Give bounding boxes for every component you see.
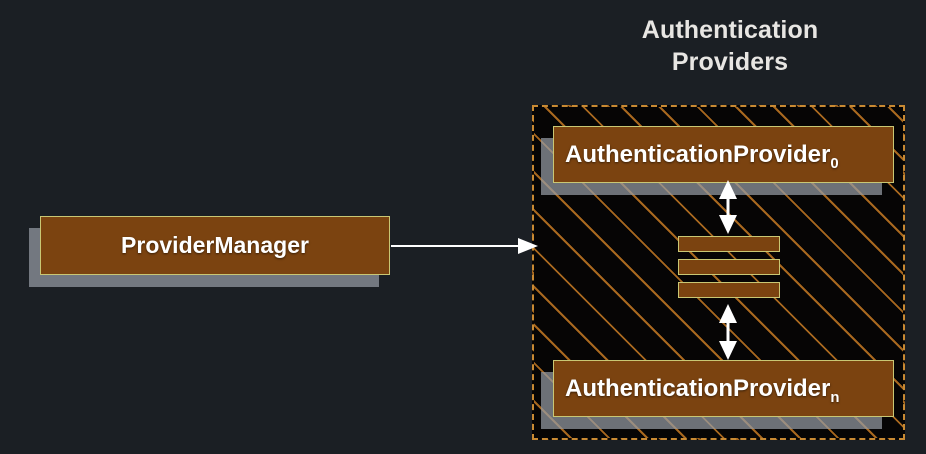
ellipsis-bar-2 [678, 259, 780, 275]
auth-provider-first-subscript: 0 [830, 155, 839, 172]
auth-provider-last-text: AuthenticationProvider [565, 374, 831, 402]
auth-provider-first-text: AuthenticationProvider [565, 140, 831, 168]
auth-provider-last-label: AuthenticationProvidern [565, 374, 840, 406]
connector-manager-to-providers [391, 238, 538, 254]
auth-provider-last-node[interactable]: AuthenticationProvidern [553, 360, 894, 417]
ellipsis-bar-1 [678, 236, 780, 252]
ellipsis-bar-3 [678, 282, 780, 298]
auth-provider-first-node[interactable]: AuthenticationProvider0 [553, 126, 894, 183]
provider-manager-label: ProviderManager [121, 232, 309, 258]
auth-provider-first-label: AuthenticationProvider0 [565, 140, 839, 172]
provider-manager-node[interactable]: ProviderManager [40, 216, 390, 275]
auth-provider-last-subscript: n [830, 389, 840, 406]
authentication-providers-title: Authentication Providers [641, 16, 819, 76]
